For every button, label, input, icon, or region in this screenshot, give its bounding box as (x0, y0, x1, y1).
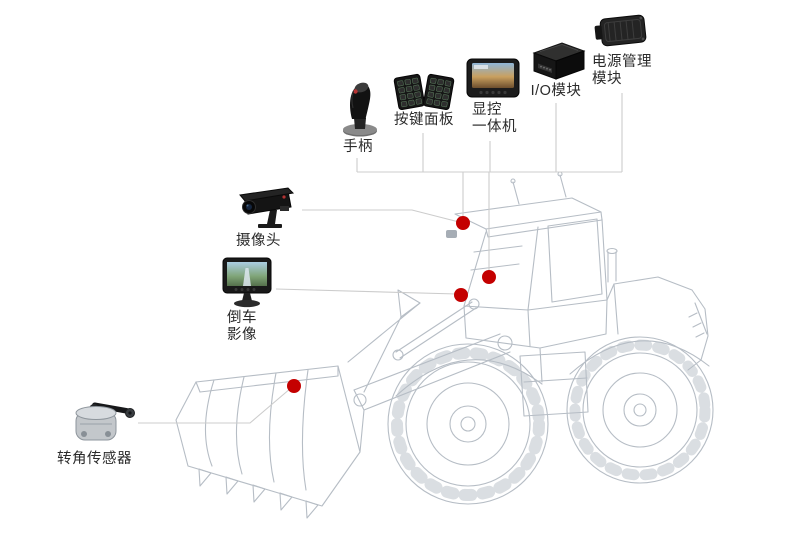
vehicle-front-fender (395, 359, 543, 397)
connector-reverse-monitor (275, 288, 458, 295)
joystick-icon (343, 82, 377, 137)
vehicle-hood (569, 247, 710, 375)
bucket-teeth (198, 468, 319, 519)
component-camera (236, 182, 300, 232)
keypad-icon (393, 73, 455, 111)
display-unit-label: 显控 一体机 (472, 102, 517, 136)
keypad-label: 按键面板 (394, 112, 454, 128)
component-reverse-monitor (220, 256, 274, 310)
vehicle-cab-base (463, 299, 608, 383)
mount-point-boom (287, 379, 301, 393)
component-display-unit (466, 58, 520, 100)
connector-angle-sensor (138, 387, 292, 424)
component-io-module (528, 38, 588, 82)
vehicle-front-wheel (387, 343, 549, 505)
component-keypad (392, 68, 456, 112)
mount-point-cab-center (482, 270, 496, 284)
component-power-module (594, 8, 652, 52)
power-module-icon (594, 14, 647, 47)
vehicle-boom (347, 289, 513, 411)
component-angle-sensor (66, 396, 136, 448)
connector-lines (138, 93, 623, 424)
joystick-label: 手柄 (343, 139, 373, 155)
io-module-label: I/O模块 (530, 83, 582, 99)
angle-sensor-icon (75, 402, 135, 441)
vehicle-chassis (519, 351, 589, 417)
vehicle-rear-wheel (566, 336, 714, 484)
camera-icon (239, 187, 295, 228)
display-unit-icon (466, 58, 520, 98)
angle-sensor-label: 转角传感器 (57, 451, 132, 467)
vehicle-bucket (175, 365, 365, 519)
connector-camera (302, 209, 460, 223)
mount-point-cab-front (454, 288, 468, 302)
mount-point-markers (287, 216, 496, 393)
component-joystick (336, 78, 384, 138)
reverse-monitor-label: 倒车 影像 (227, 310, 257, 344)
vehicle-wireframe (175, 171, 714, 519)
camera-label: 摄像头 (236, 233, 281, 249)
vehicle-cab (446, 171, 608, 311)
cab-mounted-camera (446, 230, 457, 238)
reverse-monitor-icon (222, 257, 272, 308)
mount-point-cab-top (456, 216, 470, 230)
power-module-label: 电源管理 模块 (592, 54, 652, 88)
io-module-icon (532, 42, 586, 80)
